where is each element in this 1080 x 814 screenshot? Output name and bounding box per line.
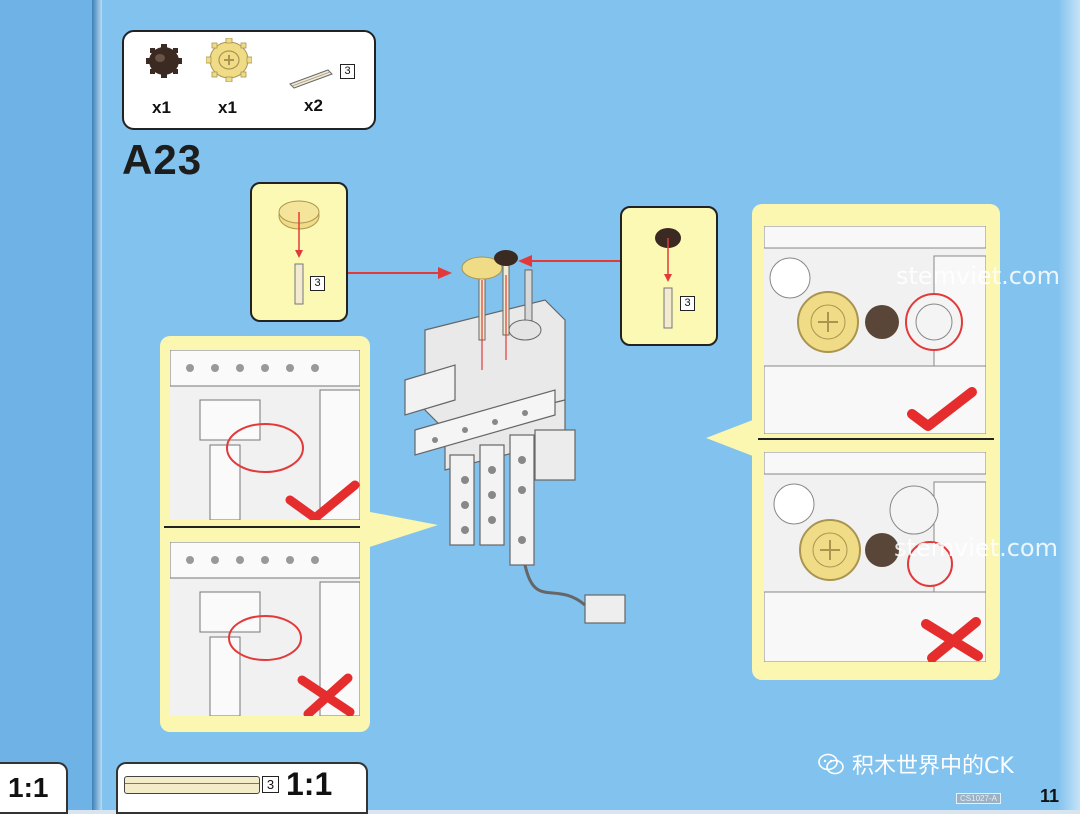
callout-tan-gear: 3 [250, 182, 348, 322]
cross-mark-icon [921, 617, 983, 662]
tan-gear-qty: x1 [218, 98, 237, 117]
left-detail-panel [160, 336, 370, 732]
brown-gear-on-axle-icon [655, 228, 681, 329]
left-callout-length-tag: 3 [310, 276, 325, 291]
axle-scale-bar: 3 1:1 [116, 762, 368, 814]
brown-gear-qty: x1 [152, 98, 171, 117]
cross-mark-icon [297, 673, 355, 716]
axle-qty: x2 [304, 96, 323, 115]
step-number: A23 [122, 136, 203, 183]
booklet-code: CS1027-A [956, 793, 1001, 804]
detail-correct-position [170, 350, 360, 520]
wechat-icon [818, 753, 844, 775]
parts-list: x1 x1 3 x2 [122, 30, 376, 130]
left-page: 1:1 [0, 0, 95, 814]
part-tan-gear: x1 [205, 37, 253, 117]
brown-gear-icon [146, 44, 182, 78]
scale-ratio: 1:1 [286, 766, 333, 802]
check-mark-icon [285, 480, 360, 520]
part-brown-gear: x1 [146, 44, 182, 117]
brown-gear-placed [494, 250, 518, 266]
axle-icon [289, 69, 333, 89]
gear-mesh-correct [764, 226, 986, 434]
left-panel-pointer [360, 510, 438, 550]
page-number: 11 [1040, 786, 1060, 806]
tan-gear-icon [205, 37, 253, 83]
highlight-circle [228, 615, 302, 661]
tan-gear-on-axle-icon [278, 200, 320, 305]
tan-gear-placed [461, 256, 503, 280]
gear-mesh-wrong [764, 452, 986, 662]
right-detail-panel [752, 204, 1000, 680]
left-page-scale-label: 1:1 [0, 762, 68, 814]
detail-wrong-position [170, 542, 360, 716]
right-panel-pointer [706, 418, 758, 458]
callout-brown-gear: 3 [620, 206, 718, 346]
book-gutter [92, 0, 102, 810]
main-model-illustration [404, 250, 626, 624]
highlight-circle [226, 423, 304, 473]
watermark-bottom: stemviet.com [894, 534, 1058, 562]
check-mark-icon [907, 387, 977, 431]
part-axle: 3 x2 [288, 64, 355, 115]
axle-actual-size [124, 776, 260, 794]
page-edge-shine [1058, 0, 1080, 810]
watermark-top: stemviet.com [896, 262, 1060, 290]
scale-axle-length-tag: 3 [262, 776, 279, 793]
axle-length-tag: 3 [340, 64, 355, 79]
right-callout-length-tag: 3 [680, 296, 695, 311]
wechat-account-name: 积木世界中的CK [852, 754, 1014, 779]
assembly-arrows [348, 255, 620, 279]
wechat-watermark: 积木世界中的CK [818, 748, 1014, 780]
